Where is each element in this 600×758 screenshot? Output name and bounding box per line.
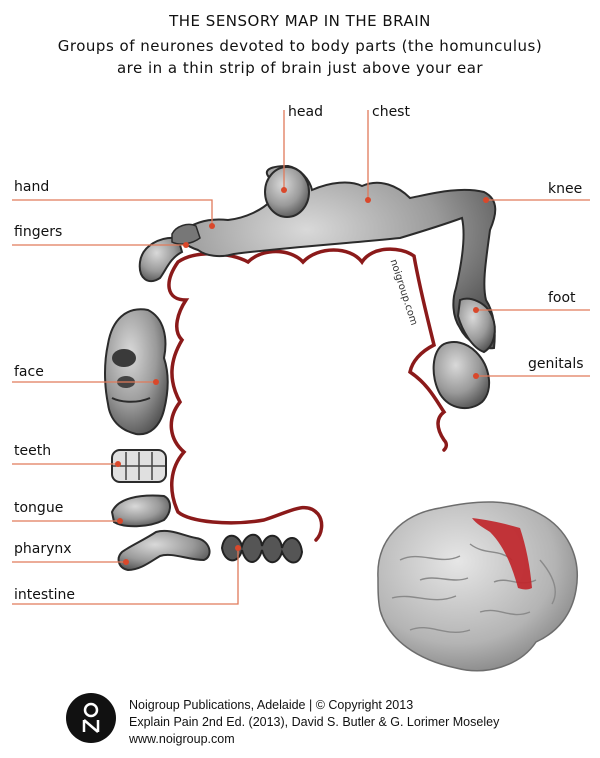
footer-website-link[interactable]: www.noigroup.com [129,732,235,746]
label-foot: foot [548,290,576,306]
body-drawing [104,164,497,572]
cortex-outline [167,247,449,542]
page-title: THE SENSORY MAP IN THE BRAIN [169,12,431,30]
leader-lines [12,110,590,605]
label-hand: hand [14,179,50,195]
footer-citation: Explain Pain 2nd Ed. (2013), David S. Bu… [129,715,500,729]
label-pharynx: pharynx [14,541,72,557]
label-head: head [288,104,323,120]
label-tongue: tongue [14,500,64,516]
page-subtitle-line-1: Groups of neurones devoted to body parts… [57,37,543,55]
label-genitals: genitals [528,356,584,372]
marker-dots [115,187,489,565]
page-subtitle-line-2: are in a thin strip of brain just above … [116,59,484,77]
label-teeth: teeth [14,443,52,459]
label-fingers: fingers [14,224,63,240]
label-intestine: intestine [14,587,76,603]
label-chest: chest [372,104,410,120]
brain-drawing [377,501,578,672]
footer-publisher: Noigroup Publications, Adelaide | © Copy… [129,698,414,712]
label-knee: knee [548,181,583,197]
label-face: face [14,364,44,380]
noigroup-logo-mark [66,693,116,743]
